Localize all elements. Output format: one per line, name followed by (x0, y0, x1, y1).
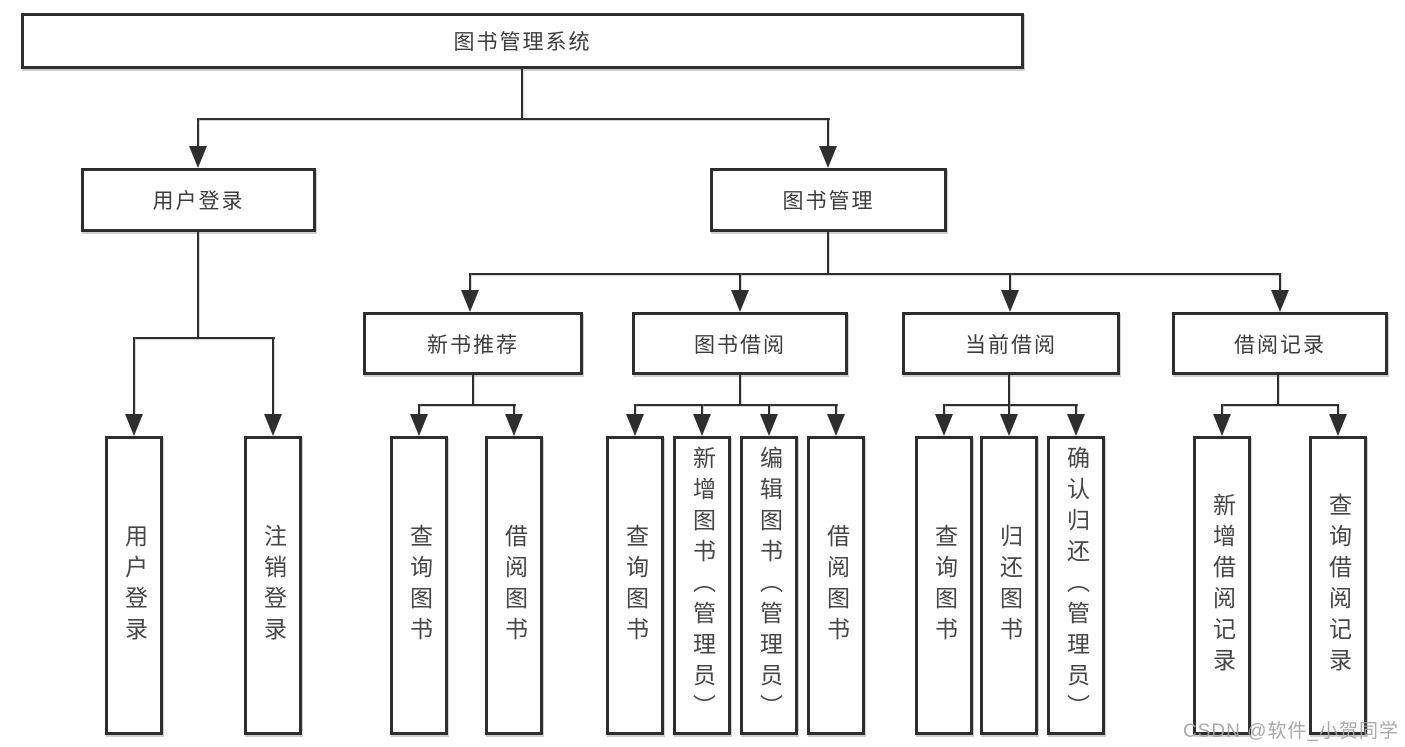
node-book-borrowing: 图书借阅 (632, 312, 848, 375)
arrowhead-rec-child1 (410, 414, 428, 436)
leaf-logout-login-label: 注销登录 (260, 523, 287, 648)
arrowhead-current-borrow (1001, 290, 1019, 312)
edge-borrow-trunk (739, 375, 741, 406)
leaf-edit-books-admin-label: 编辑图书（管理员） (756, 446, 783, 725)
edge-records-rail (1221, 404, 1339, 406)
node-book-borrowing-label: 图书借阅 (694, 333, 786, 357)
edge-to-new-book-rec (469, 273, 471, 293)
arrowhead-borrow-child2 (693, 414, 711, 436)
edge-root-to-user-login (197, 118, 199, 152)
edge-root-trunk (521, 68, 523, 119)
leaf-add-books-admin: 新增图书（管理员） (673, 436, 731, 735)
leaf-logout-login: 注销登录 (244, 436, 302, 735)
edge-borrow-rail (634, 404, 838, 406)
arrowhead-user-login (189, 146, 207, 168)
edge-rec-trunk (472, 375, 474, 406)
arrowhead-borrow-records (1271, 290, 1289, 312)
leaf-query-borrow-record: 查询借阅记录 (1309, 436, 1367, 735)
leaf-rec-query-books-label: 查询图书 (406, 523, 433, 648)
edge-user-login-rail (133, 337, 275, 339)
edge-current-trunk (1008, 375, 1010, 406)
leaf-current-query-books-label: 查询图书 (931, 523, 958, 648)
arrowhead-borrow-child3 (760, 414, 778, 436)
edge-records-child2 (1337, 404, 1339, 416)
leaf-return-books-label: 归还图书 (996, 523, 1023, 648)
arrowhead-new-book-rec (461, 290, 479, 312)
arrowhead-leaf-logout (264, 414, 282, 436)
edge-book-mgmt-trunk (827, 232, 829, 275)
csdn-watermark: CSDN @软件_小贺同学 (1183, 721, 1399, 742)
arrowhead-current-child1 (935, 414, 953, 436)
node-user-login-label: 用户登录 (152, 190, 245, 213)
arrowhead-leaf-user-login (125, 414, 143, 436)
edge-current-rail (943, 404, 1078, 406)
edge-borrow-child4 (835, 404, 837, 416)
edge-root-rail (197, 118, 830, 120)
leaf-borrow-query-books: 查询图书 (606, 436, 664, 735)
leaf-confirm-return-admin-label: 确认归还（管理员） (1063, 446, 1090, 725)
edge-root-to-book-mgmt (827, 118, 829, 152)
node-user-login: 用户登录 (81, 168, 316, 232)
leaf-rec-borrow-books-label: 借阅图书 (501, 523, 528, 648)
leaf-add-books-admin-label: 新增图书（管理员） (689, 446, 716, 725)
edge-current-child1 (943, 404, 945, 416)
arrowhead-borrow-child1 (626, 414, 644, 436)
edge-current-child2 (1008, 404, 1010, 416)
leaf-add-borrow-record-label: 新增借阅记录 (1209, 492, 1236, 679)
arrowhead-records-child2 (1329, 414, 1347, 436)
leaf-edit-books-admin: 编辑图书（管理员） (740, 436, 798, 735)
edge-to-leaf-logout (272, 337, 274, 417)
edge-borrow-child3 (768, 404, 770, 416)
node-current-borrowing-label: 当前借阅 (965, 333, 1057, 357)
node-library-system-label: 图书管理系统 (453, 31, 592, 54)
leaf-add-borrow-record: 新增借阅记录 (1193, 436, 1251, 735)
edge-rec-child2 (513, 404, 515, 416)
edge-to-current-borrow (1009, 273, 1011, 293)
leaf-confirm-return-admin: 确认归还（管理员） (1047, 436, 1105, 735)
leaf-rec-query-books: 查询图书 (390, 436, 448, 735)
leaf-return-books: 归还图书 (980, 436, 1038, 735)
edge-rec-rail (418, 404, 516, 406)
edge-borrow-child1 (634, 404, 636, 416)
edge-to-book-borrow (739, 273, 741, 293)
edge-borrow-child2 (701, 404, 703, 416)
node-book-management: 图书管理 (710, 168, 947, 232)
node-new-book-recommend-label: 新书推荐 (427, 333, 519, 357)
node-borrowing-records: 借阅记录 (1172, 312, 1388, 375)
leaf-current-query-books: 查询图书 (915, 436, 973, 735)
arrowhead-current-child2 (1000, 414, 1018, 436)
arrowhead-records-child1 (1213, 414, 1231, 436)
leaf-borrow-query-books-label: 查询图书 (622, 523, 649, 648)
leaf-query-borrow-record-label: 查询借阅记录 (1325, 492, 1352, 679)
arrowhead-rec-child2 (505, 414, 523, 436)
edge-rec-child1 (418, 404, 420, 416)
node-library-system: 图书管理系统 (21, 13, 1024, 69)
node-current-borrowing: 当前借阅 (902, 312, 1120, 375)
arrowhead-borrow-child4 (827, 414, 845, 436)
edge-current-child3 (1075, 404, 1077, 416)
edge-records-trunk (1277, 375, 1279, 406)
node-book-management-label: 图书管理 (782, 190, 875, 213)
leaf-borrow-books: 借阅图书 (807, 436, 865, 735)
edge-records-child1 (1221, 404, 1223, 416)
edge-book-mgmt-rail (469, 273, 1281, 275)
arrowhead-book-borrow (731, 290, 749, 312)
leaf-user-login-label: 用户登录 (121, 523, 148, 648)
leaf-borrow-books-label: 借阅图书 (823, 523, 850, 648)
leaf-user-login: 用户登录 (105, 436, 163, 735)
arrowhead-book-mgmt (819, 146, 837, 168)
node-borrowing-records-label: 借阅记录 (1234, 333, 1326, 357)
edge-to-borrow-records (1279, 273, 1281, 293)
node-new-book-recommend: 新书推荐 (363, 312, 583, 375)
leaf-rec-borrow-books: 借阅图书 (485, 436, 543, 735)
edge-user-login-trunk (197, 232, 199, 338)
edge-to-leaf-user-login (133, 337, 135, 417)
arrowhead-current-child3 (1067, 414, 1085, 436)
